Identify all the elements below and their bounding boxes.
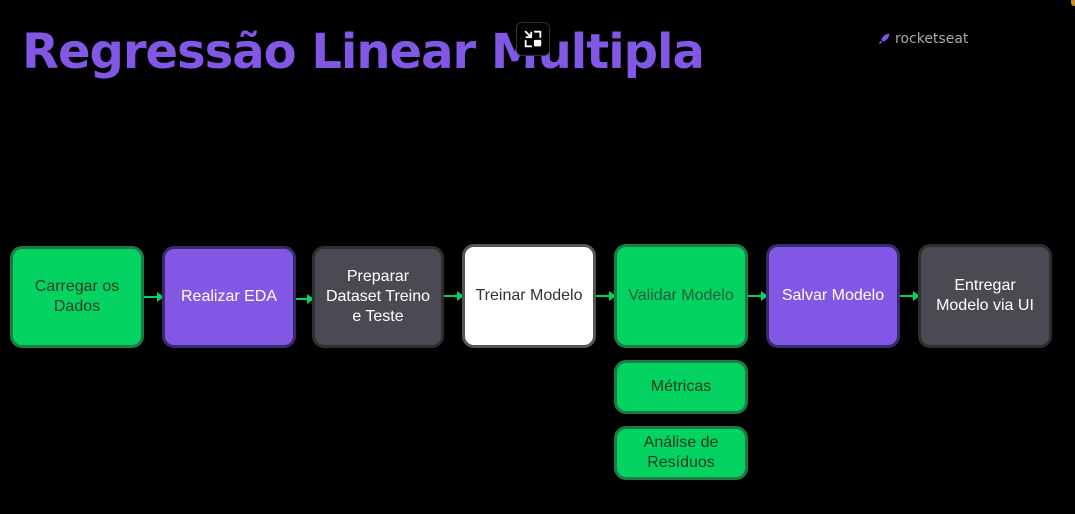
node-label: Métricas [650,378,712,395]
exit-fullscreen-button[interactable] [516,22,550,56]
node-salvar-modelo: Salvar Modelo [766,244,900,348]
node-label: Carregar os Dados [34,278,120,315]
node-label: Realizar EDA [180,288,278,305]
corner-indicator [1071,0,1075,6]
node-label: Salvar Modelo [781,287,885,304]
rocketseat-logo: rocketseat [877,31,968,47]
arrow-connector [900,291,920,301]
node-label: Preparar Dataset Treino e Teste [325,268,431,325]
arrow-connector [296,294,314,304]
node-validar-modelo: Validar Modelo [614,244,748,348]
page-title: Regressão Linear Multipla [22,24,705,80]
node-metricas: Métricas [614,360,748,414]
node-label: Validar Modelo [628,287,734,304]
node-label: Treinar Modelo [475,287,583,304]
arrow-connector [144,292,164,302]
exit-fullscreen-icon [524,30,542,48]
node-treinar-modelo: Treinar Modelo [462,244,596,348]
node-label: Entregar Modelo via UI [936,277,1034,314]
node-entregar-modelo: Entregar Modelo via UI [918,244,1052,348]
rocket-icon [878,33,890,45]
arrow-connector [748,291,768,301]
arrow-connector [444,291,464,301]
logo-text: rocketseat [895,31,969,47]
node-carregar-dados: Carregar os Dados [10,246,144,348]
node-realizar-eda: Realizar EDA [162,246,296,348]
node-label: Análise de Resíduos [643,434,719,471]
node-analise-residuos: Análise de Resíduos [614,426,748,480]
node-preparar-dataset: Preparar Dataset Treino e Teste [312,246,444,348]
arrow-connector [596,291,616,301]
